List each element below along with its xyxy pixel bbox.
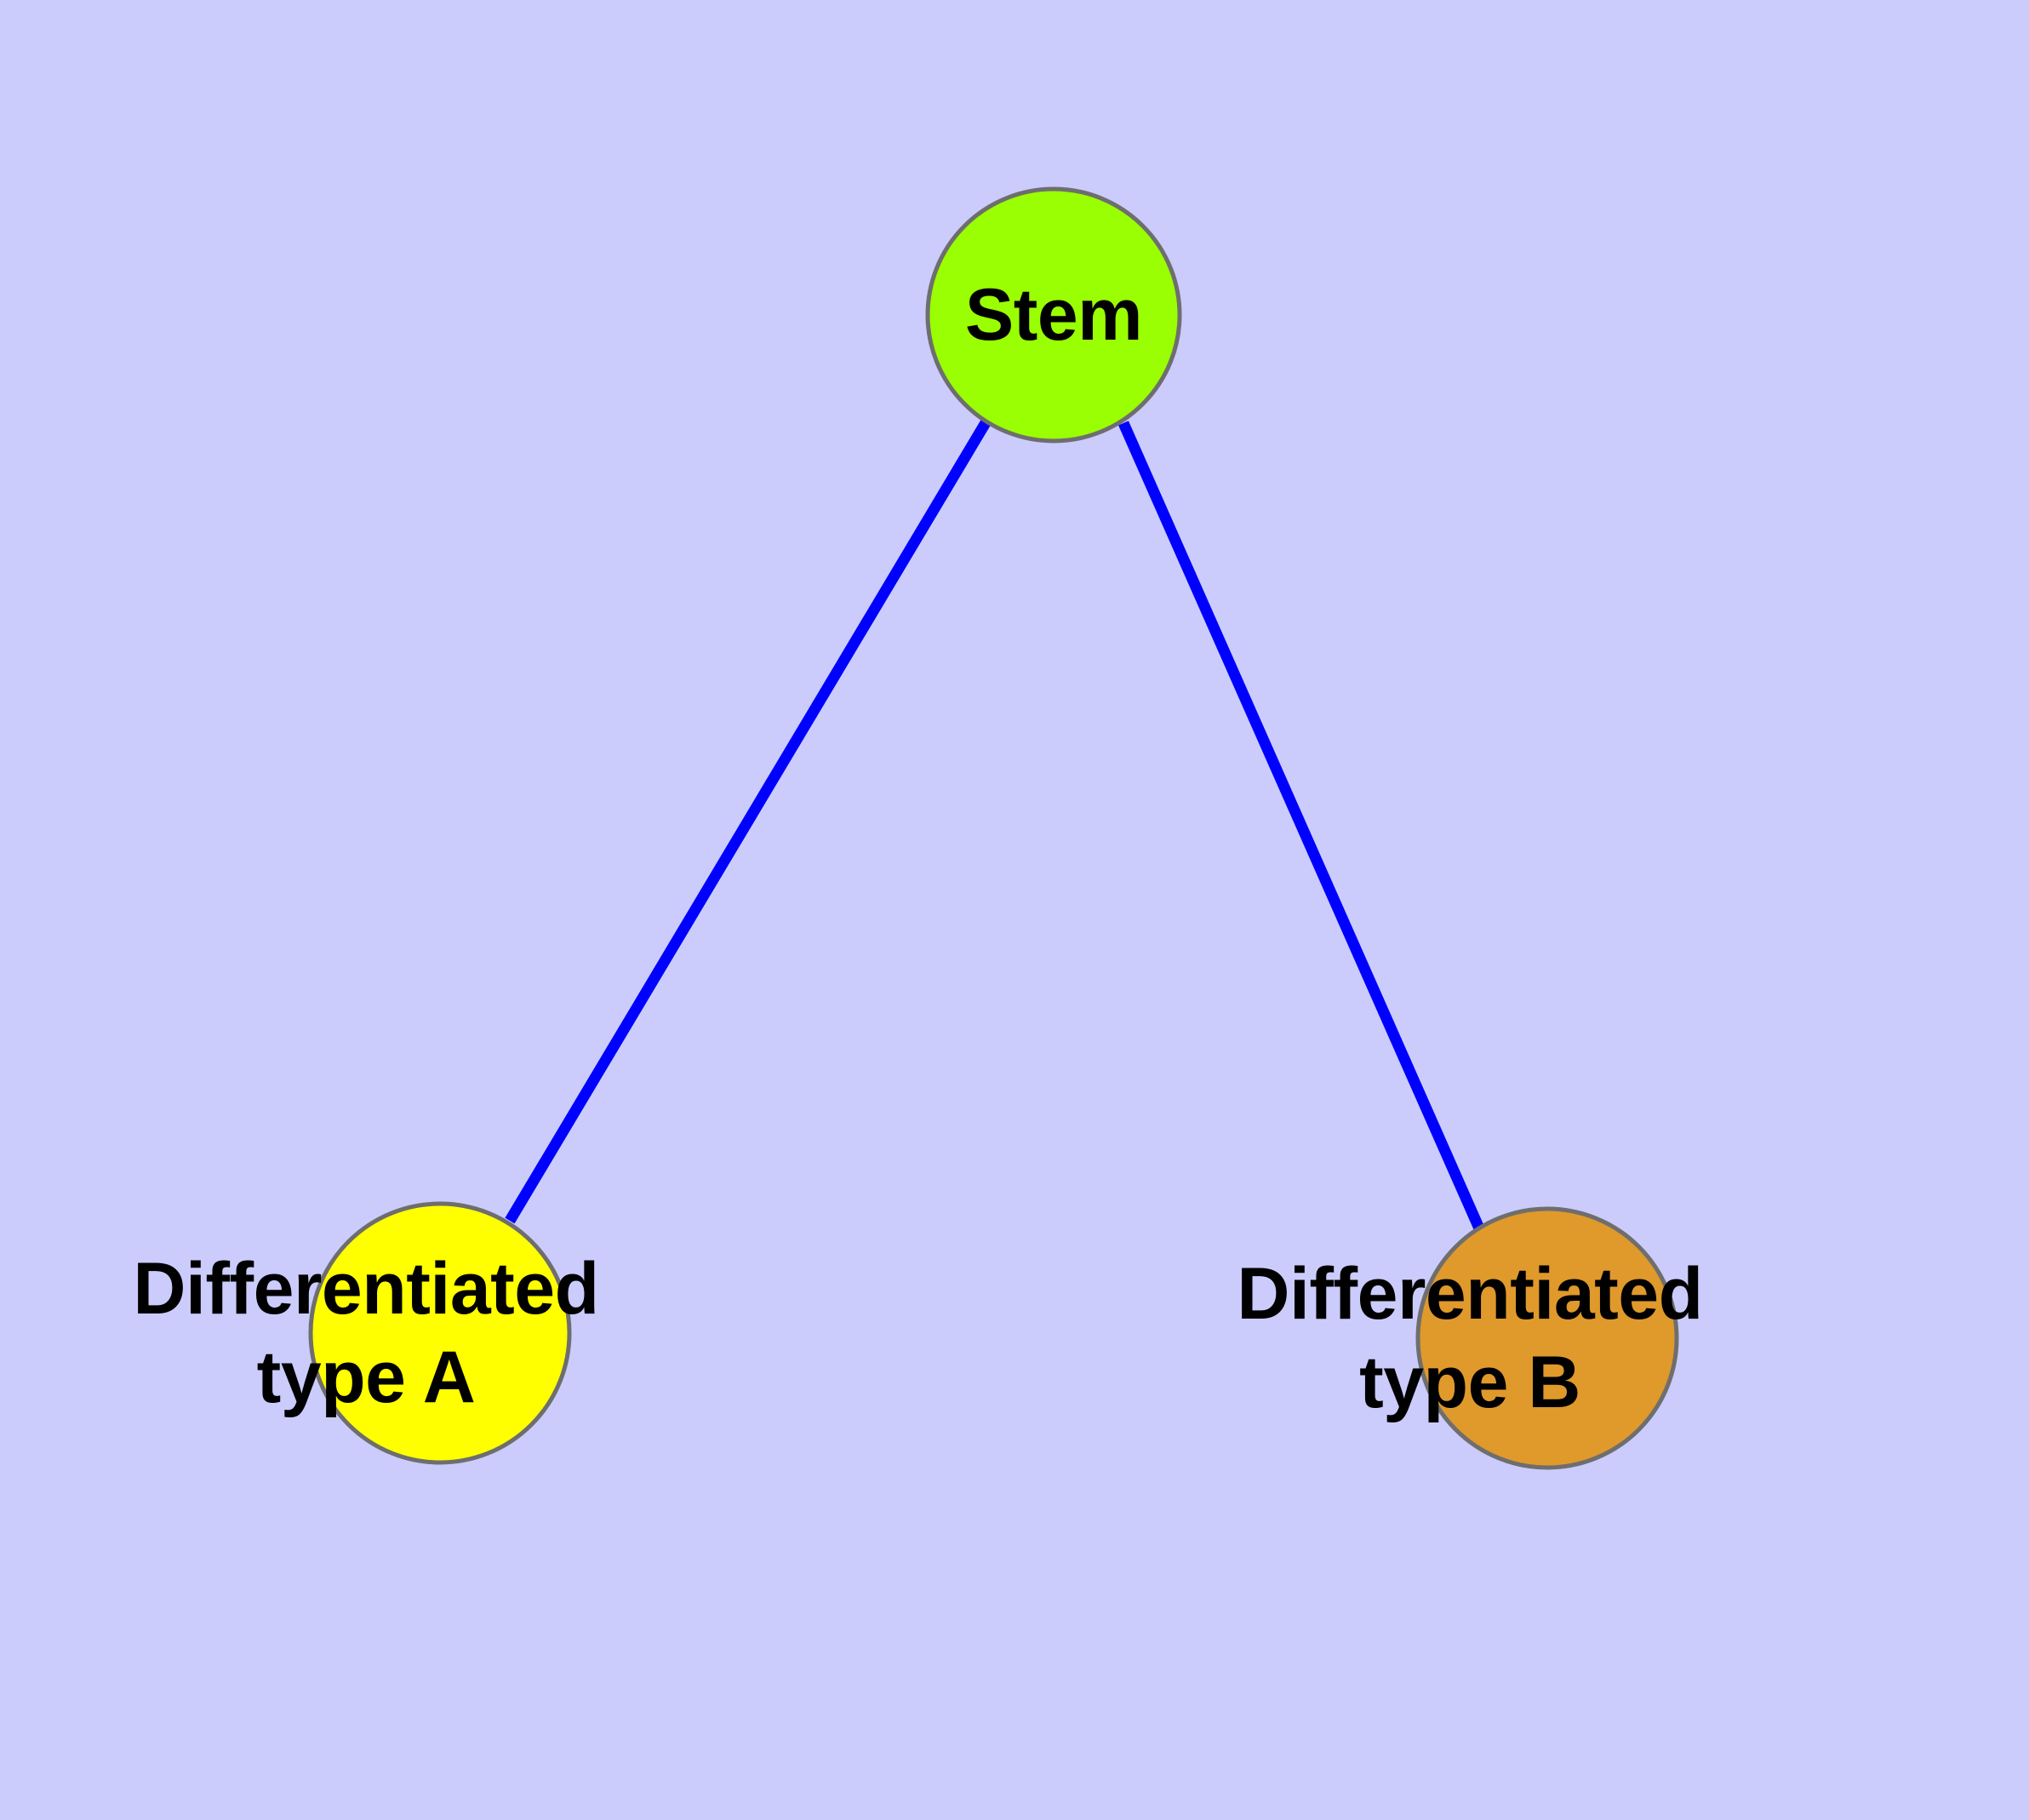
- node-layer: [308, 186, 1679, 1470]
- edge-stem-to-diff-b: [1118, 421, 1484, 1231]
- edge-stem-to-diff-a: [505, 418, 992, 1224]
- node-circle-stem[interactable]: [925, 186, 1182, 444]
- node-circle-diff-b[interactable]: [1415, 1206, 1679, 1470]
- node-circle-diff-a[interactable]: [308, 1201, 572, 1465]
- edge-layer: [505, 418, 1484, 1231]
